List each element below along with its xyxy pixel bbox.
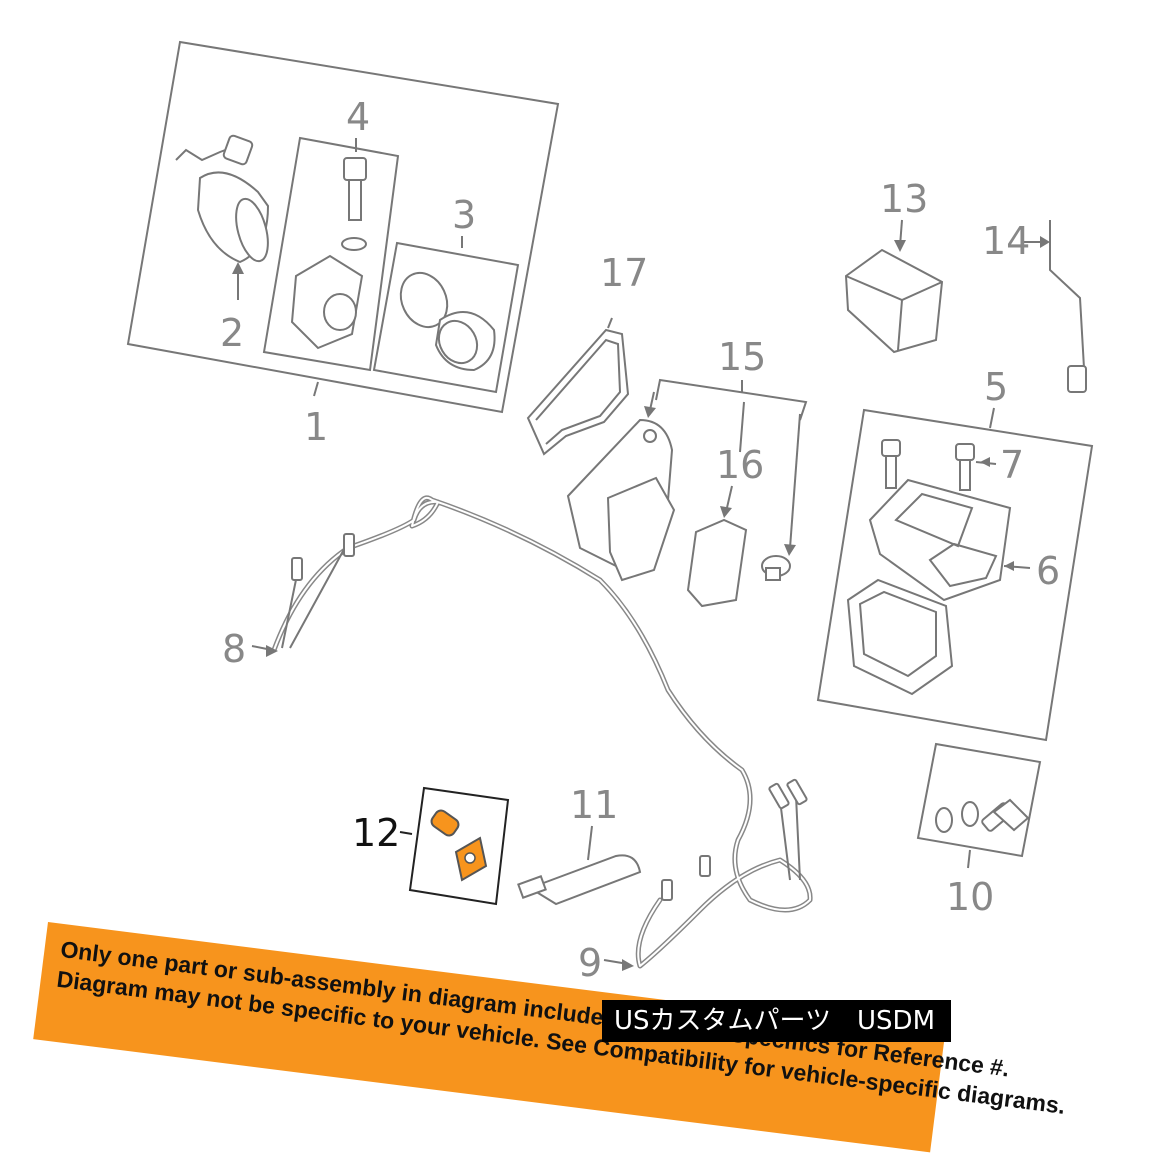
group-box-4 xyxy=(262,136,400,372)
part-3-clamp-and-boot xyxy=(399,271,496,372)
callout-2: 2 xyxy=(220,311,244,355)
part-13-module xyxy=(844,248,944,354)
callout-3: 3 xyxy=(452,193,476,237)
callout-6: 6 xyxy=(1036,549,1060,593)
group-box-10 xyxy=(916,742,1042,858)
callout-5: 5 xyxy=(984,365,1008,409)
wire-harness xyxy=(271,495,813,969)
push-pin xyxy=(761,555,791,581)
callout-15: 15 xyxy=(718,335,766,379)
part-2-sensor xyxy=(175,134,270,264)
part-11-pin xyxy=(517,854,642,906)
group-box-5 xyxy=(816,408,1094,742)
watermark-label: USカスタムパーツ USDM xyxy=(602,1000,952,1042)
callout-4: 4 xyxy=(346,95,370,139)
part-16-clip xyxy=(686,518,748,608)
part-7-bolts xyxy=(881,439,975,491)
callout-9: 9 xyxy=(578,941,602,985)
callout-11: 11 xyxy=(570,783,618,827)
part-17-panel xyxy=(526,328,630,456)
group-box-12 xyxy=(408,786,510,906)
group-box-3 xyxy=(372,241,520,394)
part-12-highlighted xyxy=(430,809,488,882)
callout-14: 14 xyxy=(982,219,1030,263)
callout-7: 7 xyxy=(1000,443,1024,487)
callout-17: 17 xyxy=(600,251,648,295)
callout-10: 10 xyxy=(946,875,994,919)
housing-tray xyxy=(846,578,954,696)
callout-16: 16 xyxy=(716,443,764,487)
part-15-bracket xyxy=(566,418,676,582)
callout-13: 13 xyxy=(880,177,928,221)
callout-12: 12 xyxy=(352,811,400,855)
part-14-sensor-rod xyxy=(1049,220,1087,393)
part-4-bolt-and-block xyxy=(290,157,367,350)
callout-8: 8 xyxy=(222,627,246,671)
group-box-1 xyxy=(126,40,560,414)
callout-1: 1 xyxy=(304,405,328,449)
part-10-bolt-and-rings xyxy=(935,798,1030,833)
part-6-gasket xyxy=(868,478,1012,602)
